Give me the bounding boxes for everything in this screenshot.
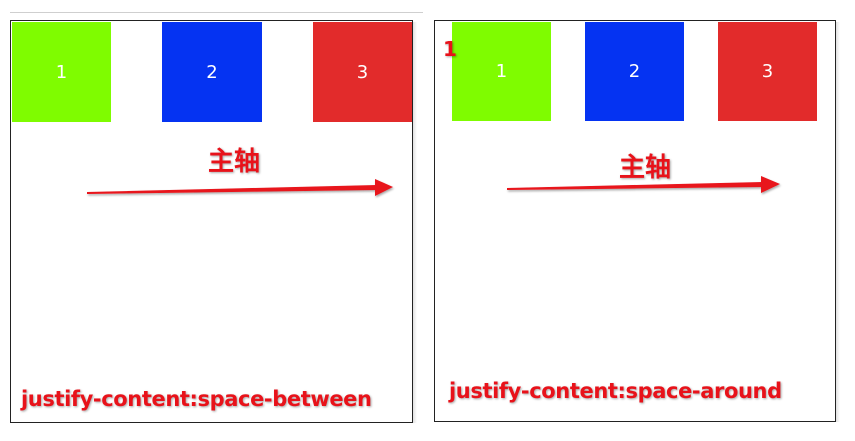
flex-item-3: 3 (313, 22, 412, 122)
corner-mark: 1 (443, 37, 457, 61)
main-axis-label: 主轴 (619, 153, 672, 183)
panel-shadow (413, 22, 417, 423)
flex-item-2-label: 2 (206, 61, 218, 83)
flex-item-1-label: 1 (55, 61, 68, 83)
main-axis-arrow-icon (507, 176, 780, 193)
flex-item-1: 1 (452, 22, 551, 121)
flex-item-3: 3 (718, 22, 817, 121)
top-divider (10, 12, 423, 13)
flex-item-3-label: 3 (356, 61, 369, 83)
flex-item-2: 2 (585, 22, 684, 121)
flex-item-2-label: 2 (628, 61, 641, 82)
main-axis-label: 主轴 (208, 147, 261, 177)
main-axis-arrow-icon (87, 179, 393, 196)
justify-content-caption: justify-content:space-around (449, 379, 782, 403)
space-between-panel: 1 2 3 主轴 justify-content:space-between (10, 20, 413, 423)
flex-item-2: 2 (162, 22, 262, 122)
flex-item-1: 1 (12, 22, 111, 122)
panel-shadow (836, 22, 840, 422)
space-around-panel: 1 2 3 1 主轴 justify-content:space-around (434, 20, 836, 422)
justify-content-caption: justify-content:space-between (21, 387, 372, 411)
flex-item-3-label: 3 (761, 61, 774, 82)
flex-item-1-label: 1 (495, 61, 508, 82)
